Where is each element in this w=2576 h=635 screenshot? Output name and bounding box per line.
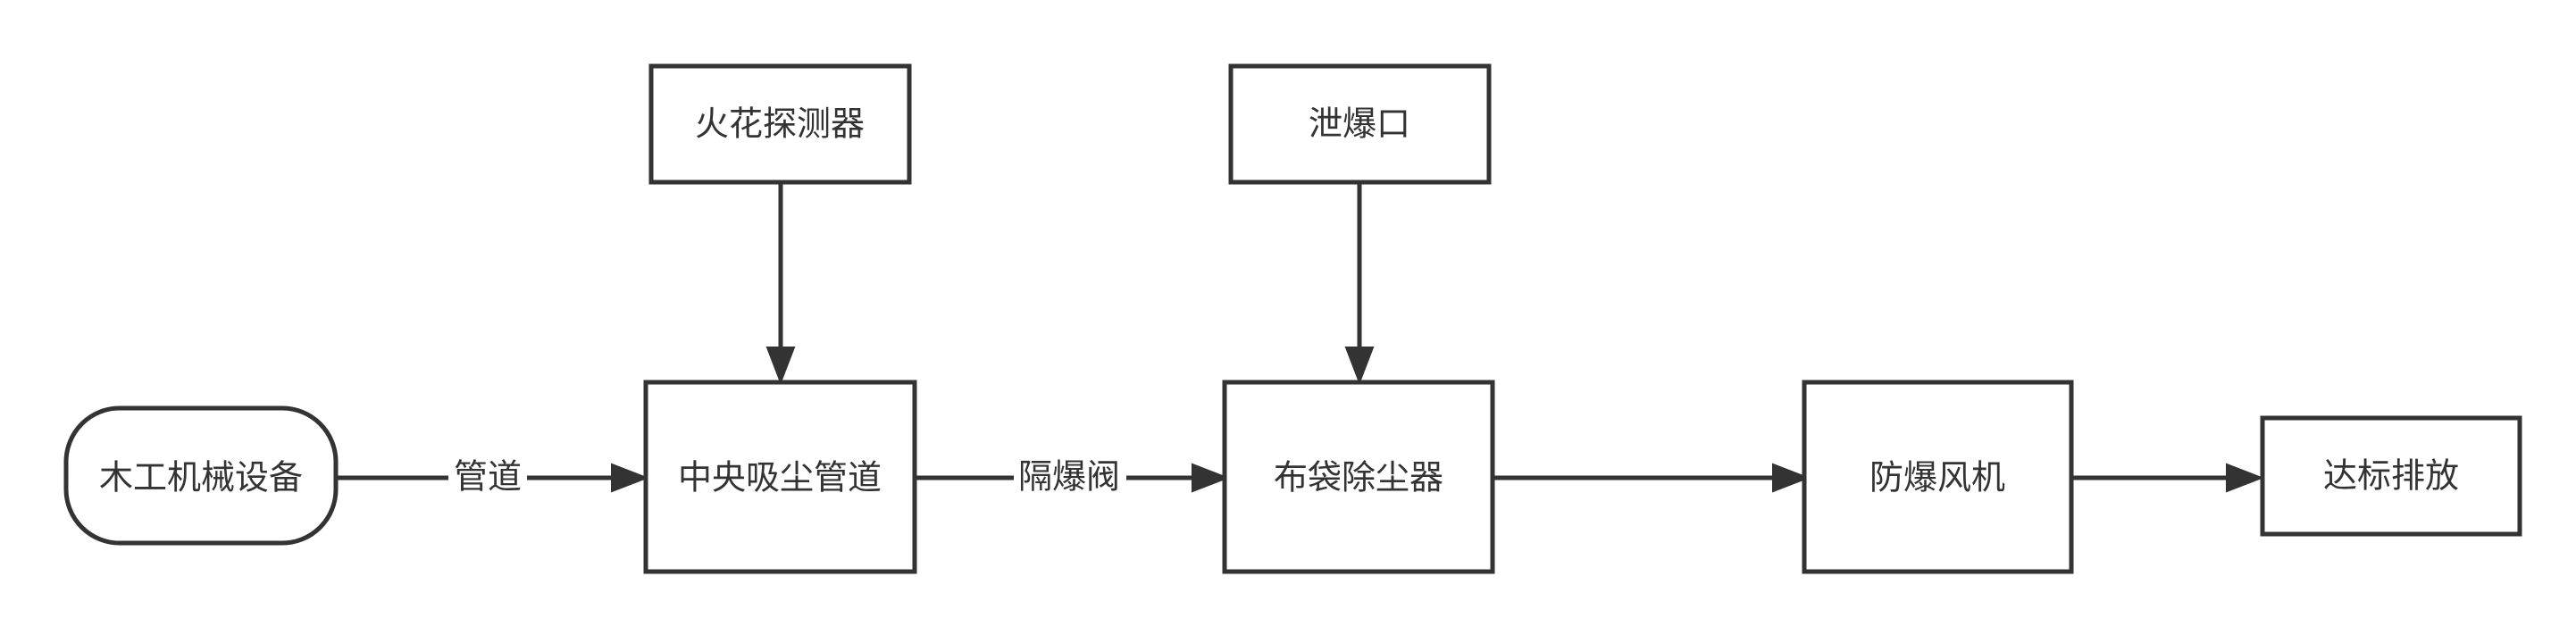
- node-explosion-vent[interactable]: 泄爆口: [1228, 63, 1492, 185]
- edge-label-bg: [1014, 455, 1126, 500]
- node-label: 中央吸尘管道: [678, 458, 882, 497]
- edge-label-isolation-valve: 隔爆阀: [1018, 457, 1120, 497]
- arrowhead-into-baghouse: [1192, 463, 1230, 493]
- arrowhead-into-baghouse-top: [1344, 347, 1375, 385]
- node-label: 布袋除尘器: [1274, 458, 1443, 497]
- arrowhead-into-fan: [1772, 463, 1811, 493]
- node-label: 防爆风机: [1869, 458, 2005, 497]
- edge-label-bg: [448, 455, 527, 500]
- node-central-duct[interactable]: 中央吸尘管道: [643, 380, 917, 574]
- node-baghouse-collector[interactable]: 布袋除尘器: [1222, 380, 1495, 574]
- node-explosion-proof-fan[interactable]: 防爆风机: [1802, 380, 2074, 574]
- node-woodworking-machinery[interactable]: 木工机械设备: [63, 405, 339, 546]
- node-label: 泄爆口: [1309, 104, 1410, 144]
- node-label: 火花探测器: [695, 104, 865, 144]
- arrowhead-into-central: [611, 463, 649, 493]
- node-label: 达标排放: [2323, 456, 2459, 496]
- arrowhead-into-outlet: [2226, 463, 2264, 493]
- arrowhead-into-central-top: [765, 347, 796, 385]
- node-spark-detector[interactable]: 火花探测器: [648, 63, 912, 185]
- node-label: 木工机械设备: [99, 458, 303, 497]
- node-compliant-discharge[interactable]: 达标排放: [2260, 415, 2522, 537]
- edge-label-pipe: 管道: [454, 457, 522, 497]
